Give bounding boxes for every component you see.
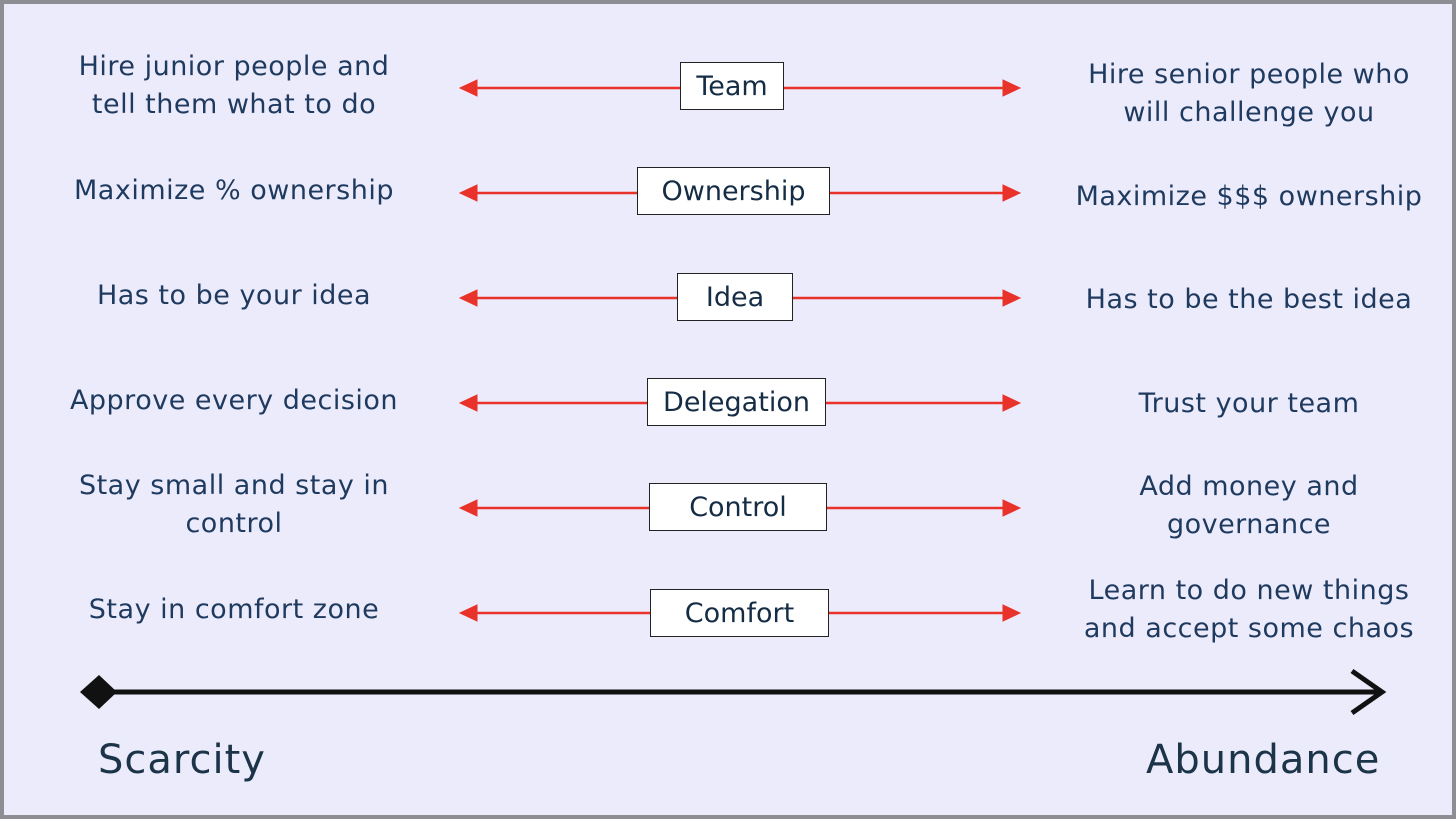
center-box-team: Team — [680, 62, 784, 110]
axis-diamond-tail — [80, 675, 117, 709]
center-box-control: Control — [649, 483, 827, 531]
center-box-idea: Idea — [677, 273, 793, 321]
abundance-label: Abundance — [1146, 737, 1381, 783]
right-text-idea: Has to be the best idea — [1085, 284, 1413, 315]
left-text-delegation: Approve every decision — [69, 385, 399, 416]
scarcity-label: Scarcity — [98, 737, 266, 783]
axis-arrowhead — [1350, 668, 1387, 716]
left-text-comfort: Stay in comfort zone — [88, 594, 380, 625]
right-text-ownership: Maximize $$$ ownership — [1075, 181, 1423, 212]
right-text-delegation: Trust your team — [1138, 388, 1360, 419]
right-text-team: Hire senior people who will challenge yo… — [1088, 59, 1410, 128]
left-text-ownership: Maximize % ownership — [74, 175, 394, 206]
center-box-comfort: Comfort — [650, 589, 829, 637]
center-box-delegation: Delegation — [647, 378, 826, 426]
right-text-comfort: Learn to do new things and accept some c… — [1083, 575, 1415, 644]
right-text-control: Add money and governance — [1139, 471, 1359, 540]
center-box-ownership: Ownership — [637, 167, 830, 215]
left-text-control: Stay small and stay in control — [78, 470, 390, 539]
left-text-team: Hire junior people and tell them what to… — [78, 51, 390, 120]
scarcity-abundance-axis — [80, 668, 1387, 716]
left-text-idea: Has to be your idea — [96, 280, 372, 311]
